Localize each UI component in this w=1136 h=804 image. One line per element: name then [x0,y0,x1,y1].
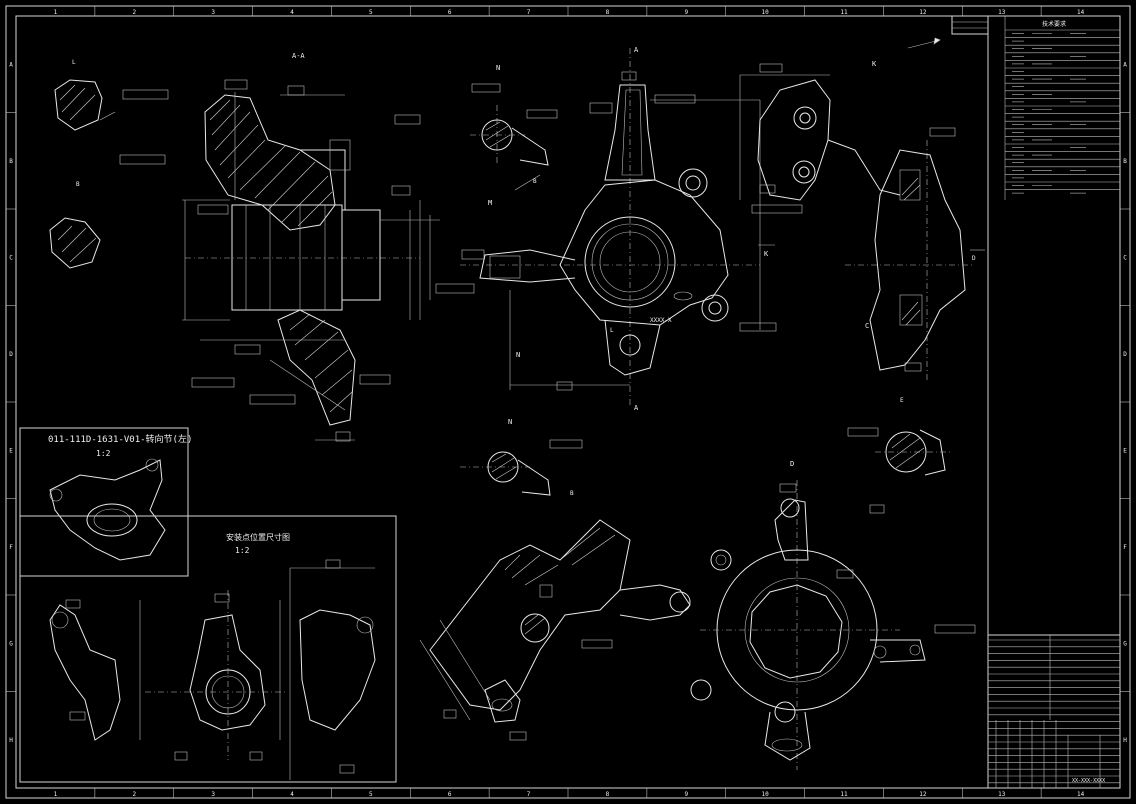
column-label-bottom: 10 [762,791,770,798]
row-label-left: D [9,351,13,358]
svg-text:B: B [533,178,537,185]
column-label-bottom: 13 [998,791,1006,798]
tech-requirements-label: 技术要求 [1042,20,1066,28]
column-label-bottom: 6 [448,791,452,798]
column-label-bottom: 4 [290,791,294,798]
column-label-bottom: 12 [919,791,927,798]
svg-text:K: K [764,250,769,258]
column-label-top: 14 [1077,9,1085,16]
column-label-bottom: 14 [1077,791,1085,798]
title-block-rows [988,639,1120,788]
column-label-top: 1 [54,9,58,16]
detail-view-left-top: L B [49,59,116,269]
column-label-bottom: 11 [840,791,848,798]
view-n-top: N [470,64,558,166]
svg-text:N: N [516,351,520,359]
column-label-top: 7 [527,9,531,16]
column-label-bottom: 1 [54,791,58,798]
column-label-bottom: 2 [132,791,136,798]
row-label-right: H [1123,737,1127,744]
row-label-left: A [9,61,13,68]
outer-frame [5,5,1131,799]
column-label-bottom: 7 [527,791,531,798]
inner-frame [15,15,1121,789]
section-aa-label: A-A [292,52,305,60]
row-label-left: B [9,158,13,165]
column-label-top: 10 [762,9,770,16]
svg-text:E: E [900,397,904,404]
column-label-bottom: 5 [369,791,373,798]
view-d: D [690,460,976,770]
column-label-top: 3 [211,9,215,16]
row-label-right: E [1123,447,1127,454]
svg-text:D: D [972,255,976,262]
column-label-top: 6 [448,9,452,16]
svg-text:L: L [72,59,76,66]
section-aa-view: A-A [119,52,485,442]
svg-text:D: D [790,460,794,468]
svg-text:C: C [865,322,869,330]
requirement-rows [1005,29,1120,194]
column-label-top: 2 [132,9,136,16]
drawing-number: XX-XXX-XXXX [1072,778,1105,784]
svg-text:A: A [634,46,639,54]
main-front-view: A A XXXX-X L M [460,46,803,412]
row-zone-labels: A A B B C C D D E E F F G G H H [6,61,1130,744]
view-n-mid: N B [460,418,583,497]
view-k: K C [739,60,975,380]
column-label-top: 11 [840,9,848,16]
iso-view-title: 011-111D-1631-V01-转向节(左) [48,433,192,445]
row-label-left: F [9,544,13,551]
svg-text:B: B [76,181,80,188]
column-label-bottom: 3 [211,791,215,798]
row-label-right: A [1123,61,1127,68]
svg-text:M: M [488,199,492,207]
iso-view-scale: 1:2 [96,449,111,458]
column-label-top: 8 [606,9,610,16]
svg-text:K: K [872,60,877,68]
svg-text:N: N [508,418,512,426]
dim-view-title: 安装点位置尺寸图 [226,532,290,542]
view-e: E [847,397,950,514]
section-c-view [419,519,691,741]
row-label-left: C [9,254,13,261]
svg-text:B: B [570,490,574,497]
dim-view-scale: 1:2 [235,546,250,555]
row-label-right: C [1123,254,1127,261]
iso-view-panel: 011-111D-1631-V01-转向节(左) 1:2 [19,427,192,577]
column-label-bottom: 9 [684,791,688,798]
dim-view-panel: 安装点位置尺寸图 1:2 [19,515,397,783]
column-label-bottom: 8 [606,791,610,798]
row-label-left: E [9,447,13,454]
column-label-top: 12 [919,9,927,16]
svg-text:A: A [634,404,639,412]
svg-text:N: N [496,64,500,72]
row-label-right: B [1123,158,1127,165]
row-label-right: D [1123,351,1127,358]
view-arrows [514,37,985,251]
column-label-top: 13 [998,9,1006,16]
row-label-left: G [9,640,13,647]
column-label-top: 9 [684,9,688,16]
row-label-left: H [9,737,13,744]
title-block: 技术要求 XX-XXX-XXXX [951,15,1121,789]
row-label-right: F [1123,544,1127,551]
svg-text:L: L [610,327,614,334]
part-marking-text: XXXX-X [650,317,672,324]
column-label-top: 5 [369,9,373,16]
column-label-top: 4 [290,9,294,16]
row-label-right: G [1123,640,1127,647]
